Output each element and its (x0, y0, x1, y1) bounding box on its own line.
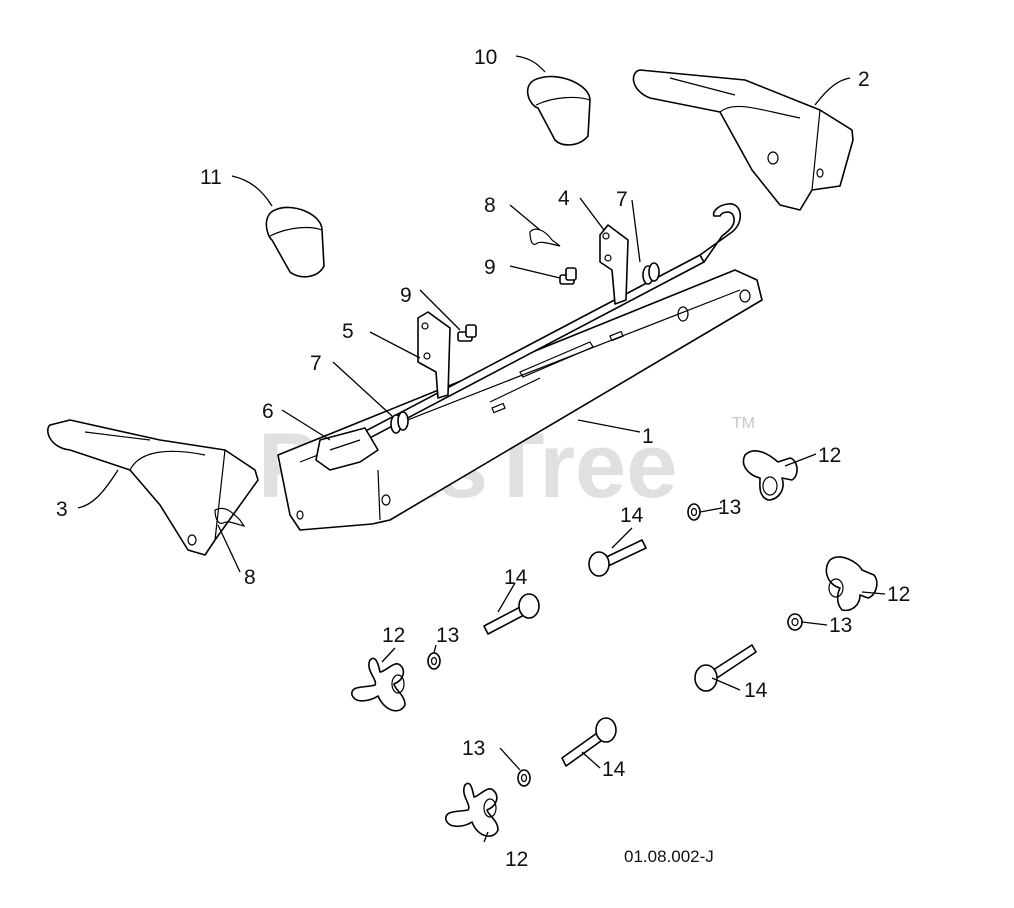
part-4-bracket (599, 224, 629, 305)
callout-8-upper: 8 (484, 194, 496, 217)
callout-7-right: 7 (616, 188, 628, 211)
part-14-bolt-4 (561, 717, 617, 767)
callout-8-lower: 8 (244, 566, 256, 589)
part-13-washer-4 (517, 769, 531, 787)
callout-11: 11 (200, 166, 222, 189)
callout-3: 3 (56, 498, 68, 521)
callouts: 1 2 3 4 5 6 7 7 8 8 9 9 10 11 12 12 12 1… (56, 46, 910, 871)
callout-1: 1 (642, 425, 654, 448)
part-8-clip-lower (214, 507, 246, 527)
part-13-washer-2 (787, 613, 803, 631)
part-14-bolt-2 (483, 593, 540, 635)
watermark-trademark: TM (732, 415, 755, 432)
callout-12-d: 12 (505, 848, 528, 871)
callout-9-right: 9 (484, 256, 496, 279)
part-2-handle (632, 69, 854, 211)
callout-13-d: 13 (462, 737, 485, 760)
callout-5: 5 (342, 320, 354, 343)
callout-13-c: 13 (436, 624, 459, 647)
callout-7-left: 7 (310, 352, 322, 375)
part-14-bolt-1 (588, 539, 647, 577)
part-12-knob-2 (825, 556, 878, 612)
part-7-bushing-left (390, 411, 409, 434)
callout-13-b: 13 (829, 614, 852, 637)
callout-13-a: 13 (718, 496, 741, 519)
part-9-bolt-left (457, 324, 477, 342)
part-9-bolt-right (559, 267, 577, 285)
callout-14-a: 14 (620, 504, 644, 527)
callout-2: 2 (858, 68, 870, 91)
callout-10: 10 (474, 46, 497, 69)
callout-9-left: 9 (400, 284, 412, 307)
callout-14-d: 14 (602, 758, 626, 781)
part-14-bolt-3 (694, 644, 757, 692)
part-8-clip-upper (529, 228, 561, 247)
part-7-bushing-right (642, 262, 660, 285)
callout-6: 6 (262, 400, 274, 423)
part-13-washer-3 (427, 652, 441, 670)
part-3-handle (46, 419, 259, 556)
drawing-code: 01.08.002-J (624, 847, 714, 866)
part-10-knob (526, 75, 591, 146)
part-12-knob-1 (742, 450, 798, 501)
callout-14-c: 14 (744, 679, 768, 702)
callout-12-b: 12 (887, 583, 910, 606)
part-12-knob-4 (445, 782, 499, 837)
part-5-bracket (417, 311, 451, 399)
part-12-knob-3 (351, 657, 406, 712)
part-6-bracket (315, 427, 379, 471)
callout-14-b: 14 (504, 566, 528, 589)
part-11-knob (265, 206, 325, 278)
callout-12-c: 12 (382, 624, 405, 647)
callout-4: 4 (558, 187, 570, 210)
leader-lines (77, 55, 886, 843)
part-13-washer-1 (687, 503, 701, 521)
callout-12-a: 12 (818, 444, 841, 467)
